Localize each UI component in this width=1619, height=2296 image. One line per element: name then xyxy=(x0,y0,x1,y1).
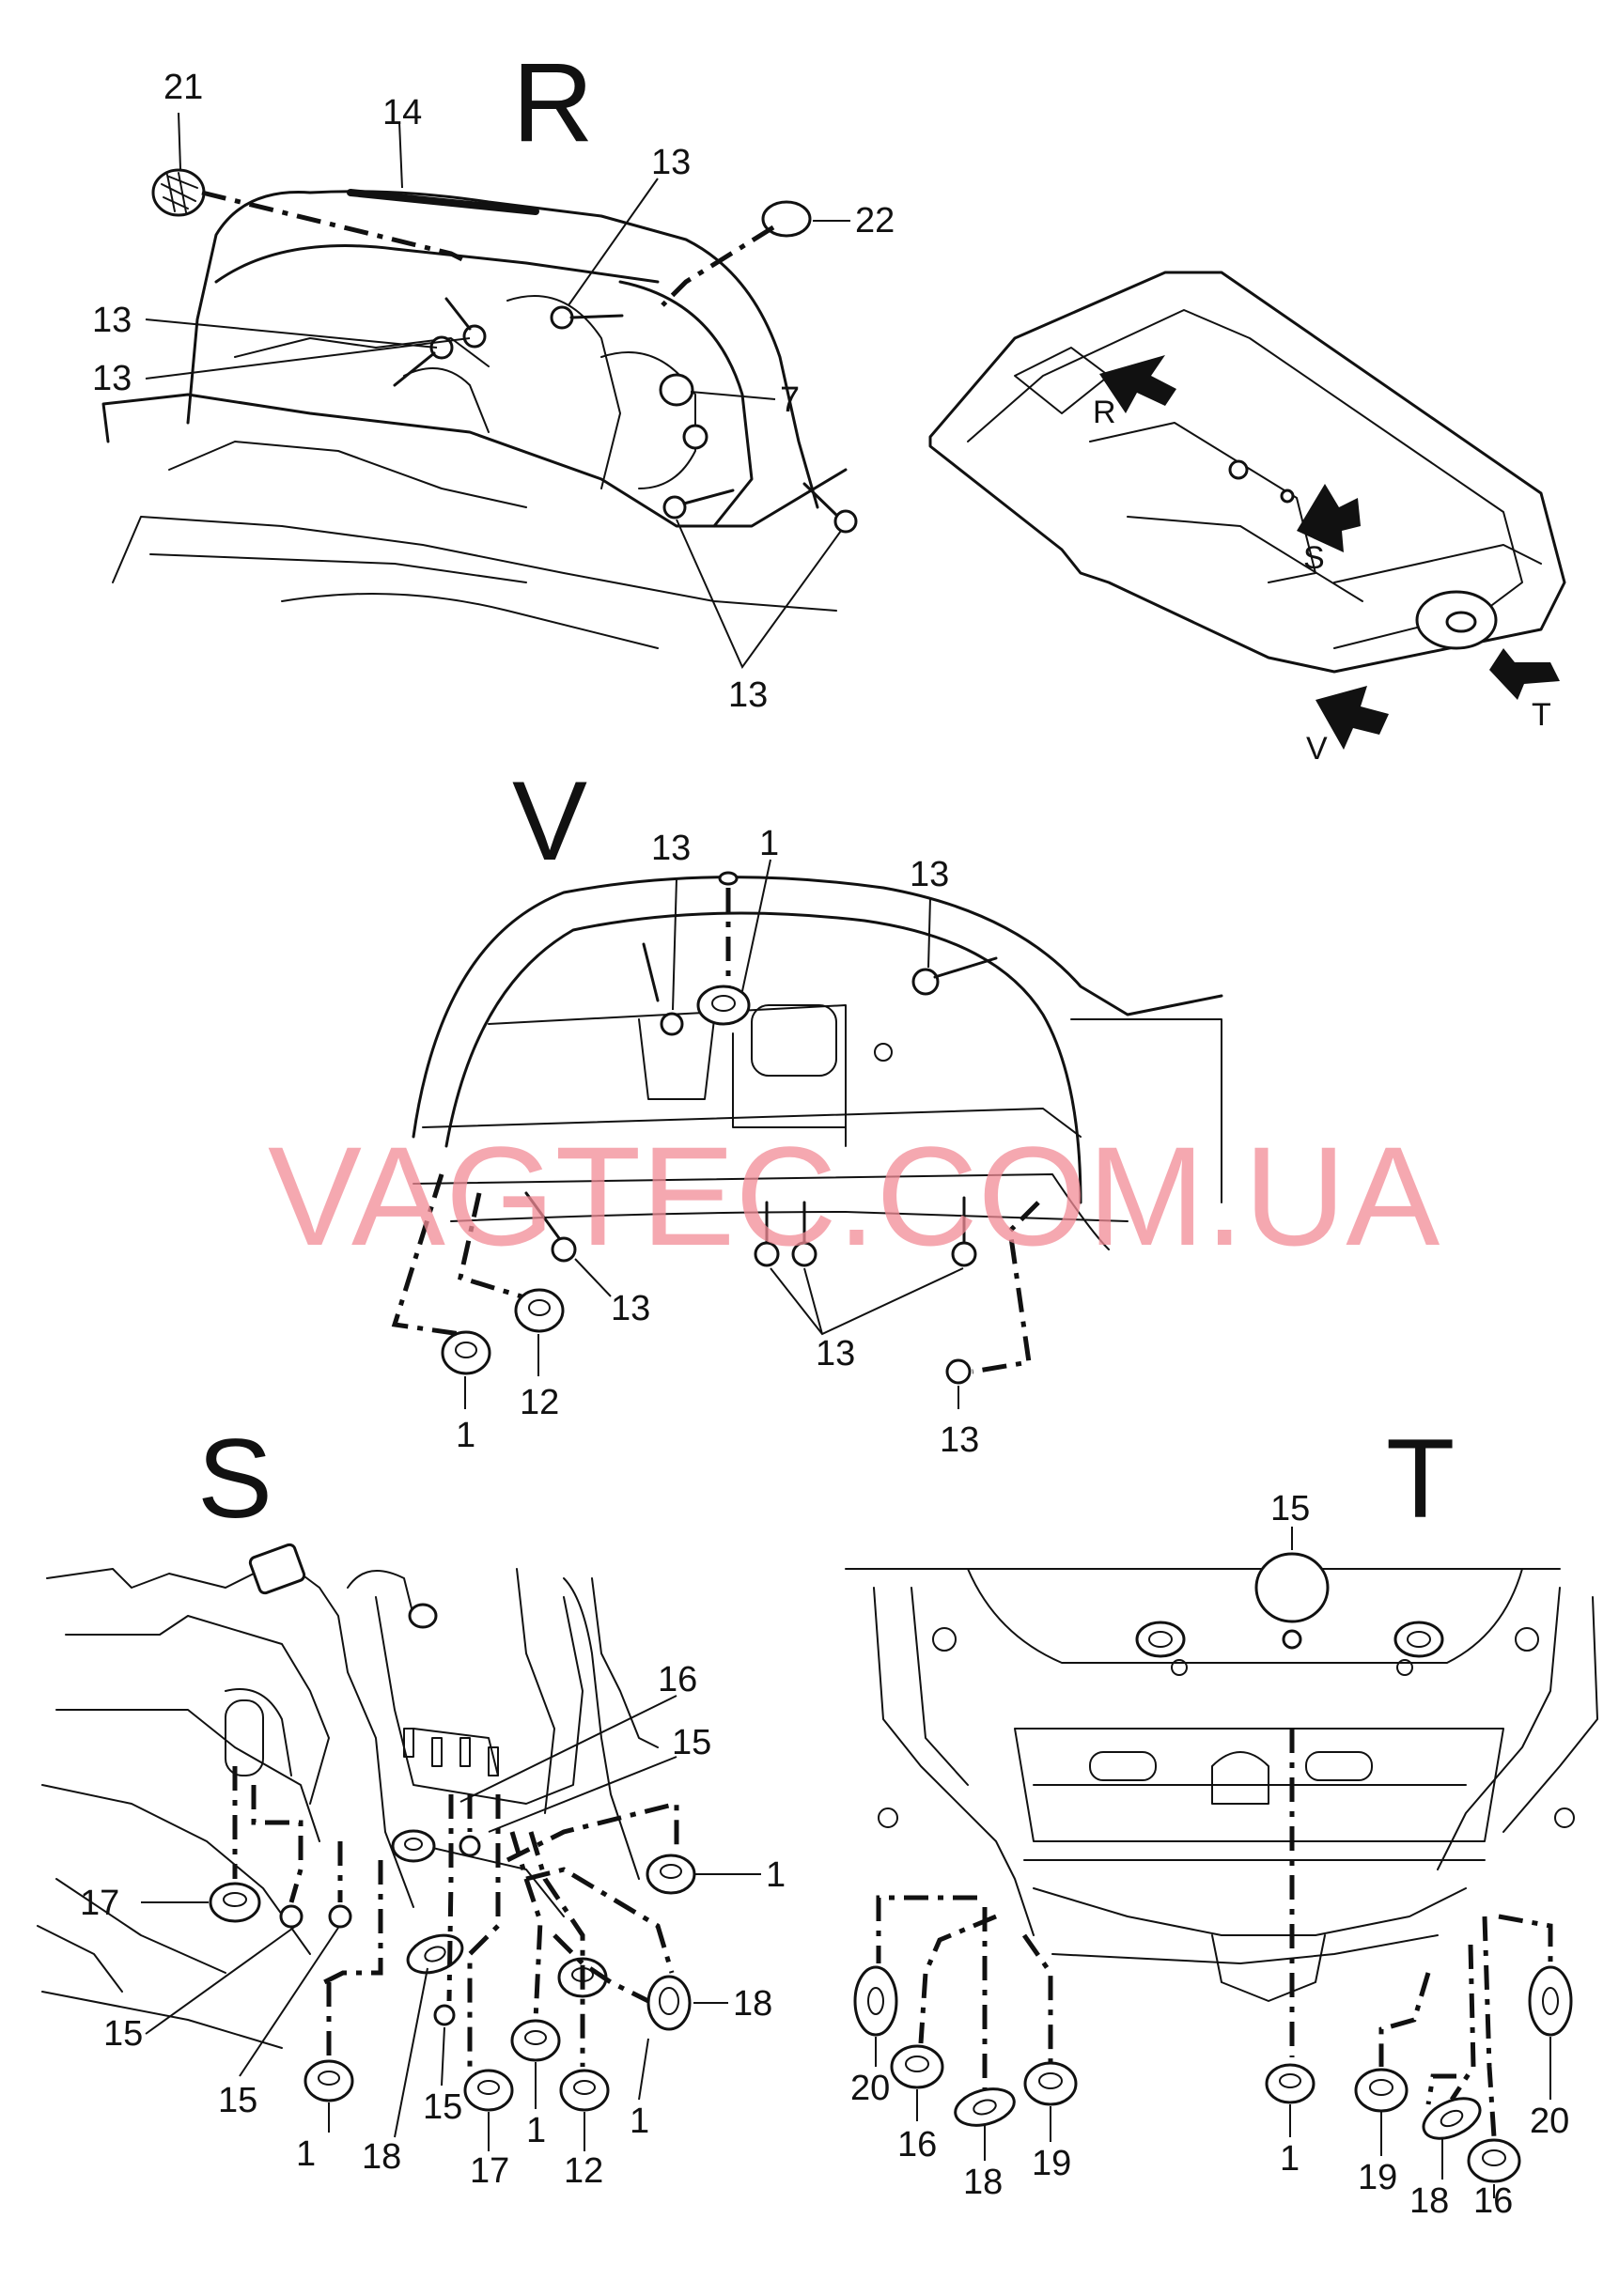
callout-15: 15 xyxy=(1270,1489,1310,1528)
callout-22: 22 xyxy=(855,201,895,240)
callout-1: 1 xyxy=(766,1855,786,1895)
callout-15: 15 xyxy=(103,2014,143,2054)
arrow-label-r: R xyxy=(1093,395,1116,430)
grommet-1 xyxy=(441,1330,491,1375)
section-letter-r: R xyxy=(512,39,594,165)
section-letter-s: S xyxy=(197,1416,272,1542)
callout-16: 16 xyxy=(897,2125,937,2164)
callout-18: 18 xyxy=(733,1984,772,2024)
callout-19: 19 xyxy=(1032,2144,1071,2183)
arrow-label-v: V xyxy=(1306,731,1328,767)
callout-16: 16 xyxy=(658,1660,697,1699)
section-s-drawing: S xyxy=(37,1416,786,2191)
callout-13: 13 xyxy=(92,301,132,340)
callout-1: 1 xyxy=(296,2134,316,2174)
grommet-12 xyxy=(514,1288,565,1333)
grommet-1 xyxy=(1265,2063,1315,2104)
callout-15: 15 xyxy=(423,2087,462,2127)
callout-1: 1 xyxy=(1280,2139,1300,2179)
callout-20: 20 xyxy=(850,2069,890,2108)
callout-1: 1 xyxy=(630,2102,649,2141)
section-v-drawing: V 13 xyxy=(268,758,1440,1460)
cap-22 xyxy=(761,200,812,238)
callout-15: 15 xyxy=(672,1723,711,1762)
grommet-1 xyxy=(304,2059,354,2102)
callout-17: 17 xyxy=(80,1884,119,1923)
callout-13: 13 xyxy=(611,1289,650,1328)
overview-underbody: R S V T xyxy=(928,271,1566,767)
grommet-12 xyxy=(559,2069,610,2112)
callout-15: 15 xyxy=(218,2081,257,2120)
callout-13: 13 xyxy=(910,855,949,894)
callout-12: 12 xyxy=(564,2151,603,2191)
plug-18 xyxy=(646,1975,692,2031)
callout-14: 14 xyxy=(382,93,422,132)
section-r-drawing: R 21 14 xyxy=(92,39,895,715)
section-letter-t: T xyxy=(1386,1416,1455,1542)
watermark: VAGTEC.COM.UA xyxy=(268,1117,1440,1275)
callout-13: 13 xyxy=(651,143,691,182)
callout-21: 21 xyxy=(163,68,203,107)
section-t-drawing: T xyxy=(845,1416,1598,2221)
callout-13: 13 xyxy=(940,1420,979,1460)
callout-17: 17 xyxy=(470,2151,509,2191)
callout-19: 19 xyxy=(1358,2158,1397,2197)
callout-13: 13 xyxy=(92,359,132,398)
arrow-label-s: S xyxy=(1303,540,1325,576)
plug-15 xyxy=(1254,1552,1330,1623)
plug-20 xyxy=(853,1965,898,2037)
callout-20: 20 xyxy=(1530,2102,1569,2141)
callout-18: 18 xyxy=(1409,2181,1449,2221)
callout-13: 13 xyxy=(651,829,691,868)
callout-1: 1 xyxy=(759,824,779,863)
callout-16: 16 xyxy=(1473,2181,1513,2221)
callout-18: 18 xyxy=(963,2163,1003,2202)
callout-1: 1 xyxy=(456,1416,475,1455)
callout-1: 1 xyxy=(526,2111,546,2150)
callout-7: 7 xyxy=(780,380,800,420)
arrow-label-t: T xyxy=(1532,697,1551,733)
callout-12: 12 xyxy=(520,1383,559,1422)
plug-18 xyxy=(406,1933,464,1975)
plug-20 xyxy=(1528,1965,1573,2037)
section-letter-v: V xyxy=(512,758,587,884)
callout-13: 13 xyxy=(728,675,768,715)
grommet-1 xyxy=(646,1854,696,1895)
seal-strip-14 xyxy=(347,189,539,215)
callout-18: 18 xyxy=(362,2137,401,2177)
callout-13: 13 xyxy=(816,1334,855,1373)
